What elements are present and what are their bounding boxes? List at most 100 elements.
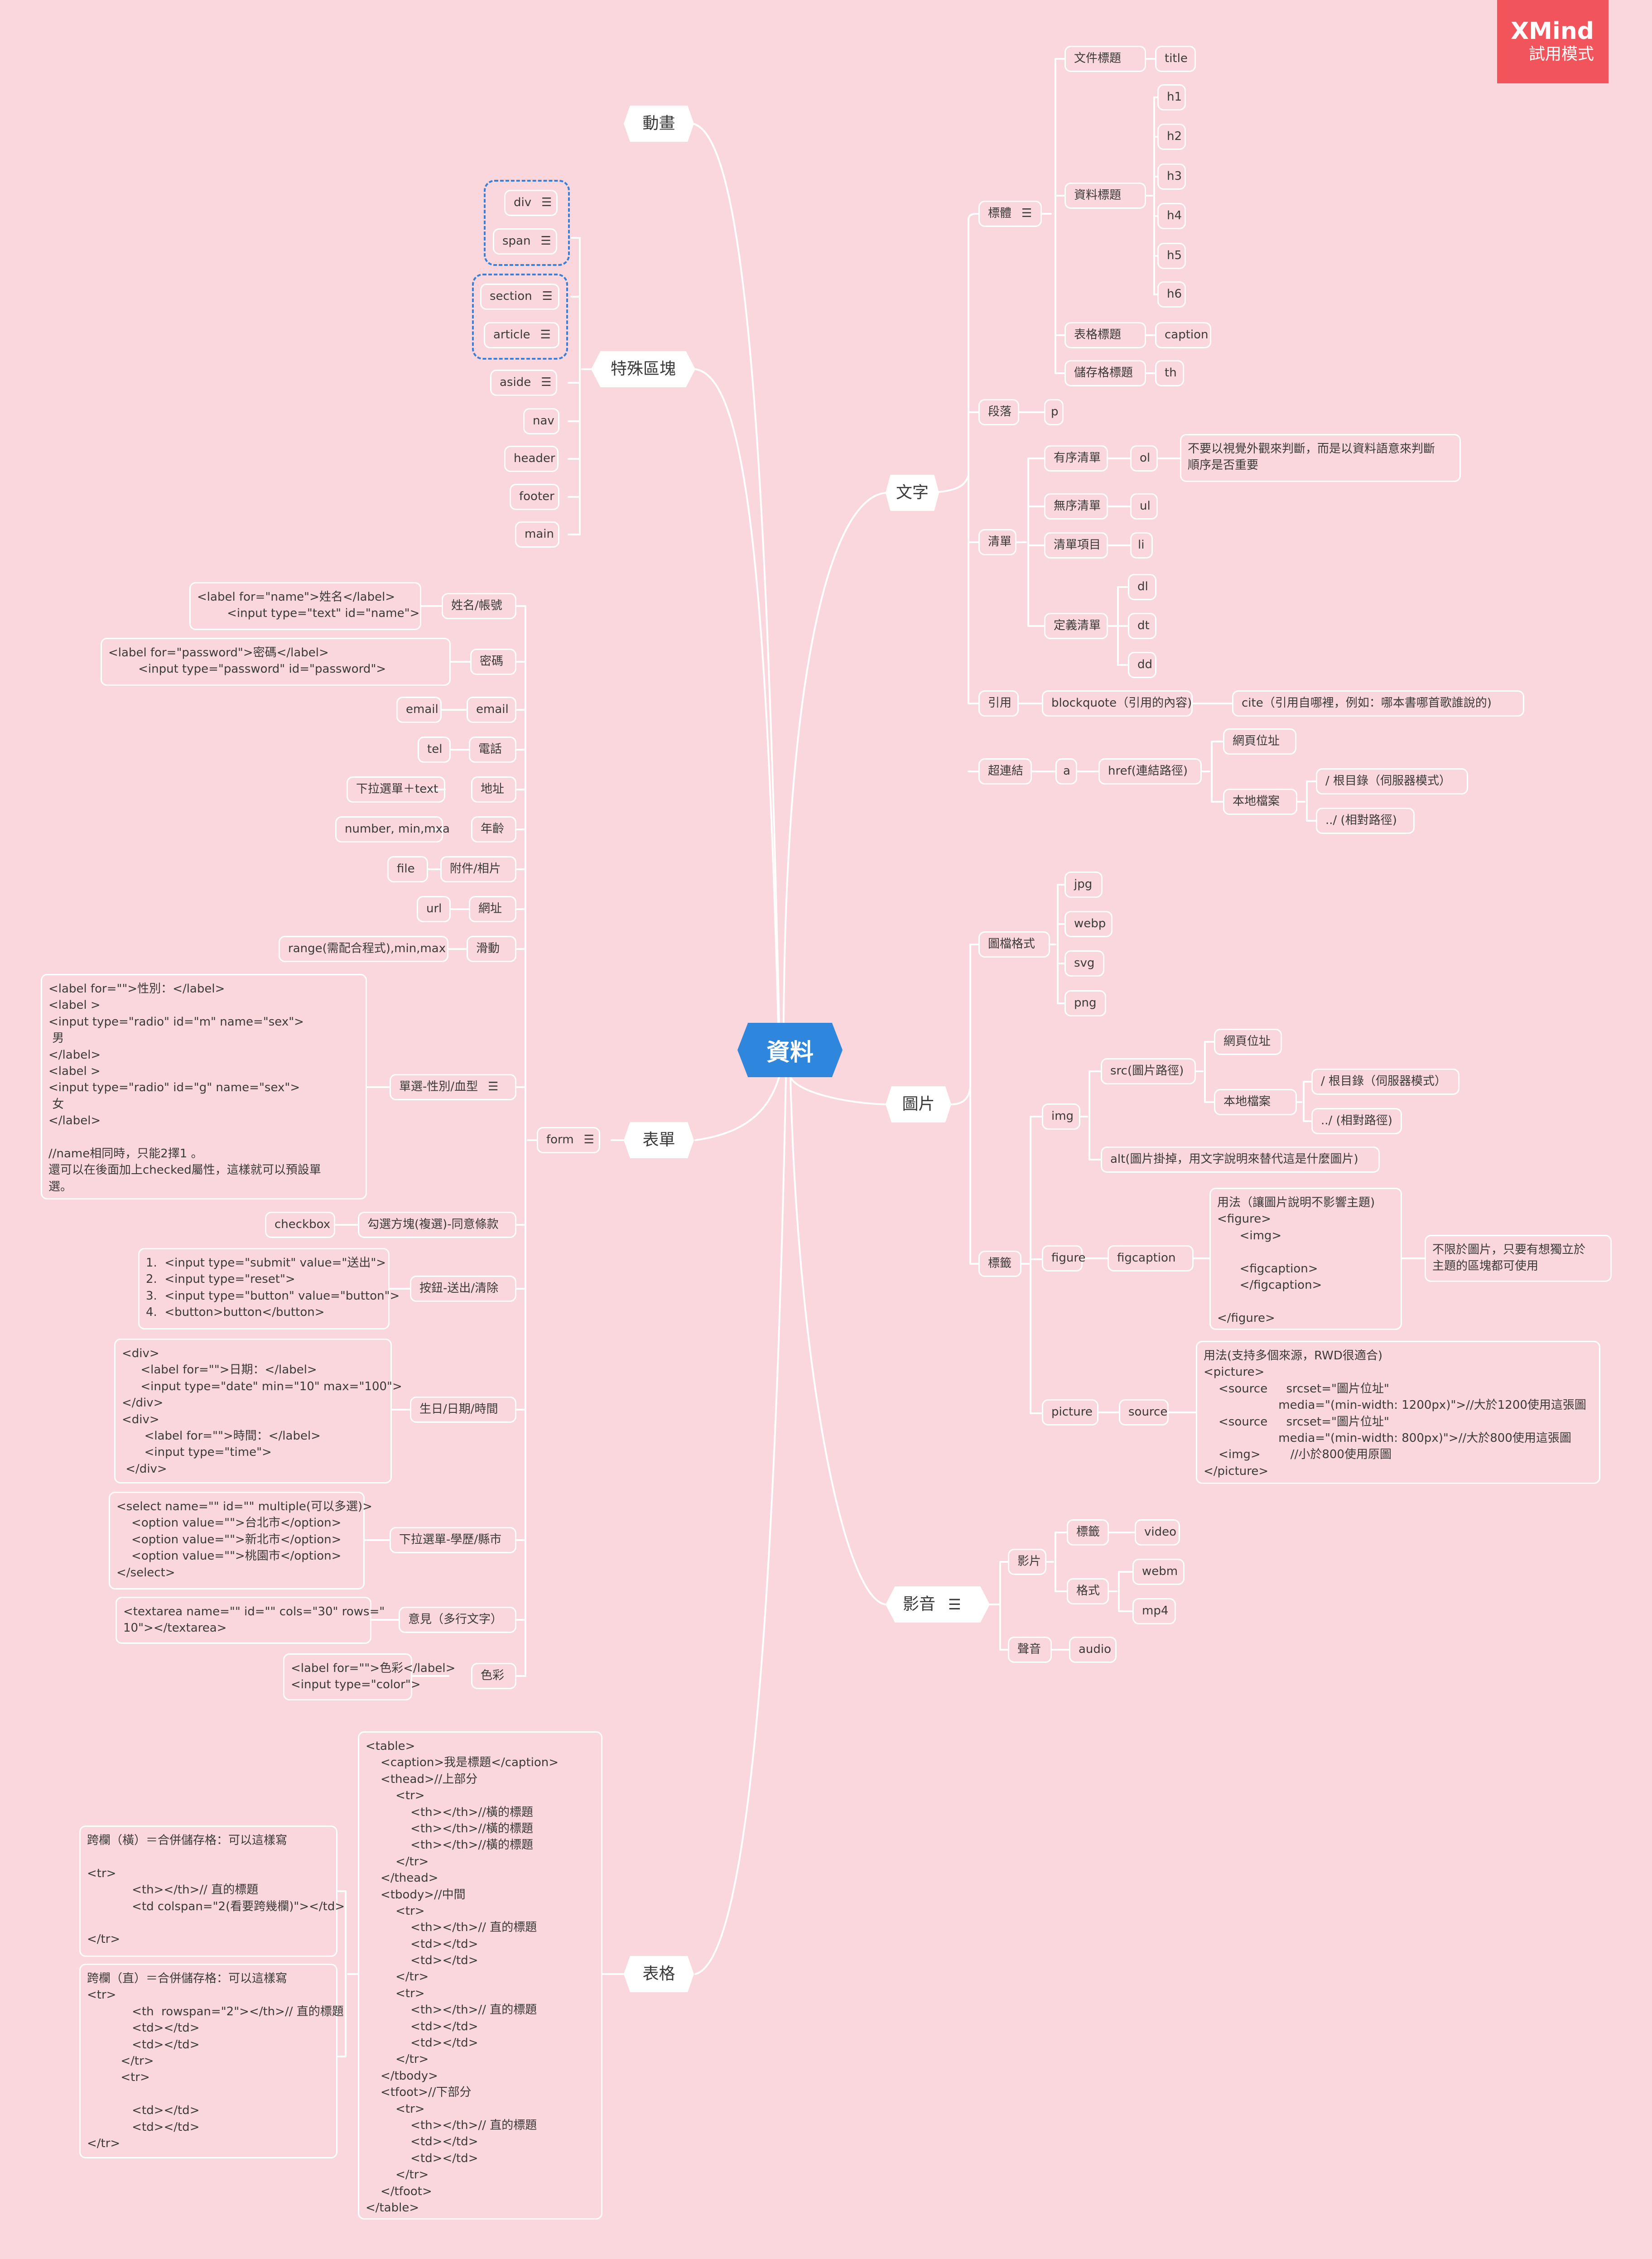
note-ol[interactable]: 不要以視覺外觀來判斷，而是以資料語意來判斷 順序是否重要	[1180, 434, 1461, 482]
node-image-tag[interactable]: 標籤	[978, 1251, 1021, 1277]
node-form-email[interactable]: email	[467, 697, 516, 723]
code-form-age[interactable]: number, min,mxa	[335, 816, 450, 843]
node-form-age[interactable]: 年齡	[471, 816, 516, 843]
node-h4[interactable]: h4	[1157, 203, 1186, 229]
node-a[interactable]: a	[1055, 758, 1077, 785]
node-alt[interactable]: alt(圖片掛掉，用文字說明來替代這是什麼圖片)	[1101, 1146, 1380, 1173]
node-h1[interactable]: h1	[1157, 84, 1186, 111]
code-form-url[interactable]: url	[417, 896, 451, 922]
node-title-tag[interactable]: title	[1155, 46, 1196, 72]
node-form-textarea[interactable]: 意見（多行文字）	[399, 1607, 516, 1633]
node-sound[interactable]: 聲音	[1008, 1637, 1052, 1663]
node-video[interactable]: video	[1135, 1519, 1180, 1546]
topic-form[interactable]: 表單	[624, 1122, 694, 1158]
node-form-attachment[interactable]: 附件/相片	[440, 856, 516, 882]
node-video-tag[interactable]: 標籤	[1067, 1519, 1109, 1546]
node-dd[interactable]: dd	[1128, 652, 1156, 678]
node-dl[interactable]: dl	[1128, 574, 1156, 600]
node-figcaption[interactable]: figcaption	[1108, 1245, 1194, 1272]
node-png[interactable]: png	[1064, 990, 1106, 1016]
node-form-select[interactable]: 下拉選單-學歷/縣市	[390, 1527, 516, 1553]
node-list[interactable]: 清單	[978, 529, 1016, 555]
node-dt[interactable]: dt	[1128, 613, 1156, 639]
node-table-title[interactable]: 表格標題	[1064, 322, 1146, 348]
node-ordered-list[interactable]: 有序清單	[1044, 445, 1108, 472]
code-colspan[interactable]: 跨欄（橫）＝合併儲存格：可以這樣寫 <tr> <th></th>// 直的標題 …	[79, 1826, 345, 1957]
node-aside[interactable]: aside☰	[490, 370, 557, 396]
node-h2[interactable]: h2	[1157, 124, 1186, 150]
node-src[interactable]: src(圖片路徑)	[1101, 1058, 1196, 1084]
code-form-button[interactable]: 1. <input type="submit" value="送出"> 2. <…	[138, 1248, 400, 1329]
node-href[interactable]: href(連結路徑)	[1098, 758, 1202, 785]
note-figure[interactable]: 不限於圖片，只要有想獨立於 主題的區塊都可使用	[1425, 1235, 1612, 1282]
node-doc-title[interactable]: 文件標題	[1064, 46, 1146, 72]
node-source[interactable]: source	[1119, 1399, 1169, 1426]
node-th[interactable]: th	[1155, 360, 1184, 386]
node-local-file[interactable]: 本地檔案	[1223, 789, 1297, 815]
node-img-web-address[interactable]: 網頁位址	[1214, 1029, 1282, 1055]
node-form-checkbox[interactable]: 勾選方塊(複選)-同意條款	[358, 1212, 516, 1238]
code-form-select[interactable]: <select name="" id="" multiple(可以多選)> <o…	[109, 1492, 372, 1589]
code-form-textarea[interactable]: <textarea name="" id="" cols="30" rows="…	[116, 1597, 385, 1644]
code-form-range[interactable]: range(需配合程式),min,max	[279, 936, 448, 962]
node-form-radio[interactable]: 單選-性別/血型☰	[390, 1074, 516, 1100]
node-cell-title[interactable]: 儲存格標題	[1064, 360, 1146, 386]
node-video-group[interactable]: 影片	[1008, 1549, 1046, 1575]
node-form-range[interactable]: 滑動	[467, 936, 516, 962]
node-quote[interactable]: 引用	[978, 690, 1019, 717]
node-relative-path[interactable]: ../ (相對路徑)	[1316, 808, 1415, 834]
code-table[interactable]: <table> <caption>我是標題</caption> <thead>/…	[358, 1731, 602, 2220]
node-img-local-file[interactable]: 本地檔案	[1214, 1089, 1297, 1115]
node-paragraph[interactable]: 段落	[978, 399, 1019, 425]
root-topic[interactable]: 資料	[737, 1023, 843, 1077]
node-li[interactable]: li	[1130, 532, 1153, 559]
node-title-body[interactable]: 標體☰	[978, 201, 1042, 227]
code-form-checkbox[interactable]: checkbox	[265, 1212, 335, 1238]
node-img[interactable]: img	[1042, 1103, 1080, 1130]
node-web-address[interactable]: 網頁位址	[1223, 728, 1296, 755]
node-figure[interactable]: figure	[1042, 1245, 1085, 1272]
node-img-root-path[interactable]: / 根目錄（伺服器模式）	[1311, 1069, 1459, 1095]
code-form-date[interactable]: <div> <label for="">日期：</label> <input t…	[114, 1339, 402, 1484]
code-form-file[interactable]: file	[387, 856, 428, 882]
topic-image[interactable]: 圖片	[886, 1086, 951, 1122]
node-mp4[interactable]: mp4	[1132, 1598, 1176, 1624]
code-form-address[interactable]: 下拉選單＋text	[347, 776, 445, 803]
topic-media[interactable]: 影音☰	[886, 1586, 990, 1623]
code-form-tel[interactable]: tel	[418, 737, 451, 763]
node-nav[interactable]: nav	[523, 408, 559, 434]
node-h6[interactable]: h6	[1157, 281, 1186, 308]
note-figure-usage[interactable]: 用法（讓圖片說明不影響主題) <figure> <img> <figcaptio…	[1209, 1188, 1402, 1330]
node-form-address[interactable]: 地址	[471, 776, 516, 803]
node-span[interactable]: span☰	[493, 228, 557, 255]
node-article[interactable]: article☰	[484, 322, 559, 348]
code-form-color[interactable]: <label for="">色彩</label> <input type="co…	[283, 1653, 455, 1700]
node-ol[interactable]: ol	[1130, 445, 1158, 472]
topic-special-blocks[interactable]: 特殊區塊	[591, 351, 695, 387]
node-header[interactable]: header	[504, 446, 559, 472]
node-data-title[interactable]: 資料標題	[1064, 183, 1146, 209]
node-form-password[interactable]: 密碼	[470, 649, 516, 675]
node-unordered-list[interactable]: 無序清單	[1044, 493, 1108, 520]
node-p[interactable]: p	[1044, 399, 1064, 425]
node-form-tel[interactable]: 電話	[469, 737, 516, 763]
code-form-password[interactable]: <label for="password">密碼</label> <input …	[101, 638, 451, 686]
node-blockquote[interactable]: blockquote（引用的內容)	[1042, 690, 1193, 717]
node-h3[interactable]: h3	[1157, 164, 1186, 190]
node-form-name[interactable]: 姓名/帳號	[442, 593, 516, 619]
node-form-button[interactable]: 按鈕-送出/清除	[410, 1276, 516, 1302]
node-form[interactable]: form☰	[537, 1127, 600, 1153]
node-h5[interactable]: h5	[1157, 243, 1186, 269]
node-caption[interactable]: caption	[1155, 322, 1211, 348]
node-hyperlink[interactable]: 超連結	[978, 758, 1032, 785]
node-form-date[interactable]: 生日/日期/時間	[410, 1397, 516, 1423]
node-svg[interactable]: svg	[1064, 950, 1104, 977]
node-div[interactable]: div☰	[504, 190, 558, 216]
topic-table[interactable]: 表格	[624, 1956, 694, 1992]
node-picture[interactable]: picture	[1042, 1399, 1098, 1426]
node-ul[interactable]: ul	[1130, 493, 1158, 520]
node-webp[interactable]: webp	[1064, 911, 1113, 937]
node-video-format[interactable]: 格式	[1067, 1578, 1109, 1604]
node-form-color[interactable]: 色彩	[471, 1663, 516, 1689]
node-img-relative-path[interactable]: ../ (相對路徑)	[1311, 1108, 1402, 1134]
